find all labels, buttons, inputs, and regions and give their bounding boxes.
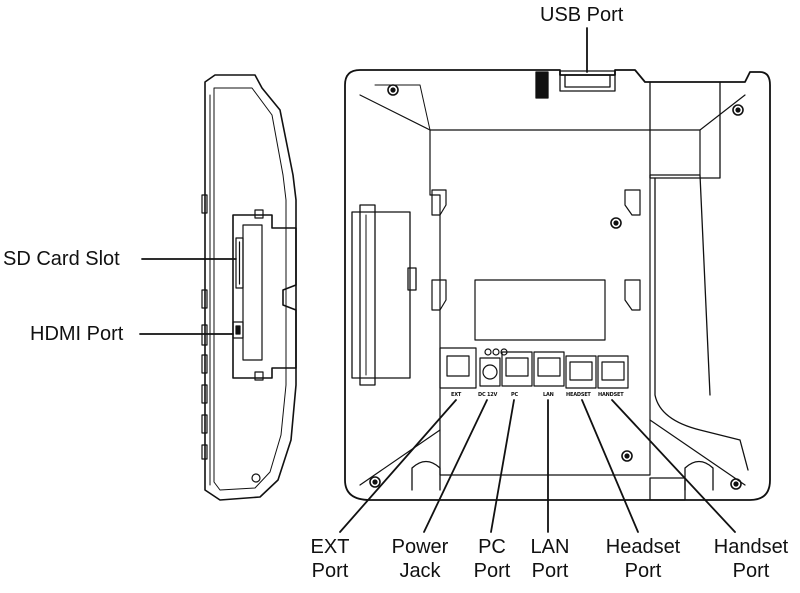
bottom-feet	[411, 460, 714, 491]
side-stand	[232, 209, 297, 381]
lan-port-label-line2: Port	[531, 560, 569, 582]
pc-port-label: PC Port	[462, 535, 522, 583]
ext-port-label: EXT Port	[300, 535, 360, 583]
lan-marking: LAN	[543, 392, 554, 398]
sd-card-slot-label: SD Card Slot	[3, 248, 120, 270]
handset-port-label: Handset Port	[704, 535, 798, 583]
headset-port-label-line2: Port	[624, 560, 662, 582]
handset-callout-line	[611, 399, 736, 533]
pc-port-label-line2: Port	[473, 560, 511, 582]
pc-marking: PC	[511, 392, 518, 398]
handset-marking: HANDSET	[598, 392, 624, 398]
phone-back-view	[344, 69, 771, 501]
mount-hooks	[431, 189, 641, 311]
pc-callout-line	[490, 399, 515, 533]
power-jack-label-line2: Jack	[399, 560, 441, 582]
stand-column	[649, 81, 749, 501]
phone-side-view	[201, 74, 297, 501]
ext-callout-line	[339, 399, 457, 533]
dc-marking: DC 12V	[478, 392, 498, 398]
ext-port-label-line1: EXT	[310, 536, 350, 558]
lan-port-label-line1: LAN	[530, 536, 570, 558]
hdmi-port-label: HDMI Port	[30, 323, 124, 345]
power-jack-label: Power Jack	[380, 535, 460, 583]
side-buttons	[201, 194, 208, 460]
headset-port-label: Headset Port	[598, 535, 688, 583]
ext-marking: EXT	[451, 392, 462, 398]
usb-port-label: USB Port	[540, 4, 624, 26]
label-plate	[474, 279, 606, 341]
headset-callout-line	[581, 399, 639, 533]
pc-port-label-line1: PC	[478, 536, 506, 558]
power-jack-label-line1: Power	[391, 536, 449, 558]
hdmi-port	[232, 321, 244, 339]
callout-lines	[139, 27, 736, 533]
ext-port-label-line2: Port	[311, 560, 349, 582]
sd-card-slot	[235, 237, 244, 289]
headset-port-label-line1: Headset	[605, 536, 681, 558]
headset-marking: HEADSET	[566, 392, 591, 398]
handset-port-label-line1: Handset	[713, 536, 789, 558]
lan-port-label: LAN Port	[520, 535, 580, 583]
handset-port-label-line2: Port	[732, 560, 770, 582]
screw-holes	[369, 84, 744, 490]
rear-ports	[439, 347, 629, 389]
left-module	[351, 204, 417, 386]
usb-port-drawing	[535, 70, 616, 99]
power-callout-line	[423, 399, 488, 533]
